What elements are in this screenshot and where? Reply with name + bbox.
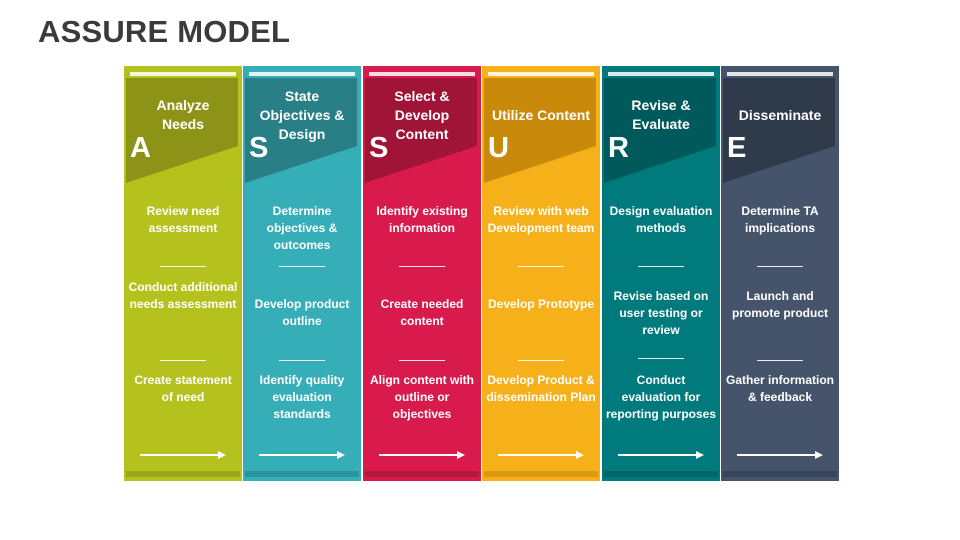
arrow-right-icon: [379, 451, 465, 459]
column-top-bar: [369, 72, 475, 76]
column-heading: Revise & Evaluate: [631, 97, 691, 132]
item-divider: [160, 360, 206, 361]
item-divider: [399, 360, 445, 361]
banner-fill: [126, 78, 238, 183]
column-item: Align content with outline or objectives: [370, 373, 474, 421]
column-letter: S: [369, 132, 389, 164]
column-item: Revise based on user testing or review: [613, 289, 709, 337]
banner-fill: [604, 78, 716, 183]
item-divider: [160, 266, 206, 267]
column-banner: [245, 78, 357, 183]
banner-fill: [365, 78, 477, 183]
column-bottom-bar: [723, 471, 837, 477]
column-bottom-bar: [604, 471, 718, 477]
column-banner: [126, 78, 238, 183]
column-banner: [484, 78, 596, 183]
arrow-right-icon: [737, 451, 823, 459]
arrow-head: [337, 451, 345, 459]
column-banner: [365, 78, 477, 183]
column-item: Launch and promote product: [732, 289, 828, 320]
banner-shape: [604, 78, 716, 183]
column-top-bar: [608, 72, 714, 76]
item-divider: [638, 358, 684, 359]
column-banner: [604, 78, 716, 183]
arrow-right-icon: [140, 451, 226, 459]
column-item: Gather information & feedback: [725, 373, 834, 404]
column-top-bar: [488, 72, 594, 76]
column-item: Develop Prototype: [487, 297, 595, 311]
column-letter: A: [130, 132, 151, 164]
arrow-head: [576, 451, 584, 459]
arrow-right-icon: [618, 451, 704, 459]
column-item: Create statement of need: [134, 373, 232, 404]
item-divider: [518, 266, 564, 267]
page-title: ASSURE MODEL: [38, 14, 291, 49]
column-item: Develop product outline: [254, 297, 350, 328]
banner-shape: [365, 78, 477, 183]
column-heading: State Objectives & Design: [259, 87, 345, 142]
column-item: Review with web Development team: [487, 204, 595, 235]
banner-fill: [245, 78, 357, 183]
column-top-bar: [727, 72, 833, 76]
column-letter: U: [488, 132, 509, 164]
column-heading: Analyze Needs: [156, 97, 210, 132]
arrow-head: [457, 451, 465, 459]
arrow-right-icon: [259, 451, 345, 459]
column-banner: [723, 78, 835, 183]
banner-fill: [723, 78, 835, 183]
banner-shape: [245, 78, 357, 183]
column-letter: E: [727, 132, 747, 164]
column-item: Review need assessment: [146, 204, 220, 235]
column-heading: Select & Develop Content: [394, 87, 450, 142]
item-divider: [279, 266, 325, 267]
arrow-head: [218, 451, 226, 459]
column-bottom-bar: [126, 471, 240, 477]
column-letter: R: [608, 132, 629, 164]
item-divider: [399, 266, 445, 267]
column-bottom-bar: [365, 471, 479, 477]
item-divider: [518, 360, 564, 361]
banner-fill: [484, 78, 596, 183]
item-divider: [757, 360, 803, 361]
column-item: Conduct additional needs assessment: [128, 280, 238, 311]
column-item: Develop Product & dissemination Plan: [486, 373, 596, 404]
column-item: Design evaluation methods: [609, 204, 713, 235]
banner-shape: [723, 78, 835, 183]
banner-shape: [484, 78, 596, 183]
column-item: Determine TA implications: [741, 204, 819, 235]
arrow-right-icon: [498, 451, 584, 459]
column-top-bar: [130, 72, 236, 76]
column-item: Conduct evaluation for reporting purpose…: [606, 373, 717, 421]
column-top-bar: [249, 72, 355, 76]
column-item: Identify existing information: [376, 204, 468, 235]
item-divider: [757, 266, 803, 267]
item-divider: [638, 266, 684, 267]
arrow-head: [696, 451, 704, 459]
column-item: Create needed content: [380, 297, 464, 328]
column-heading: Disseminate: [738, 106, 822, 123]
column-bottom-bar: [484, 471, 598, 477]
banner-shape: [126, 78, 238, 183]
column-bottom-bar: [245, 471, 359, 477]
item-divider: [279, 360, 325, 361]
column-letter: S: [249, 132, 269, 164]
column-item: Identify quality evaluation standards: [259, 373, 345, 421]
column-heading: Utilize Content: [492, 106, 590, 123]
arrow-head: [815, 451, 823, 459]
column-item: Determine objectives & outcomes: [266, 204, 338, 252]
